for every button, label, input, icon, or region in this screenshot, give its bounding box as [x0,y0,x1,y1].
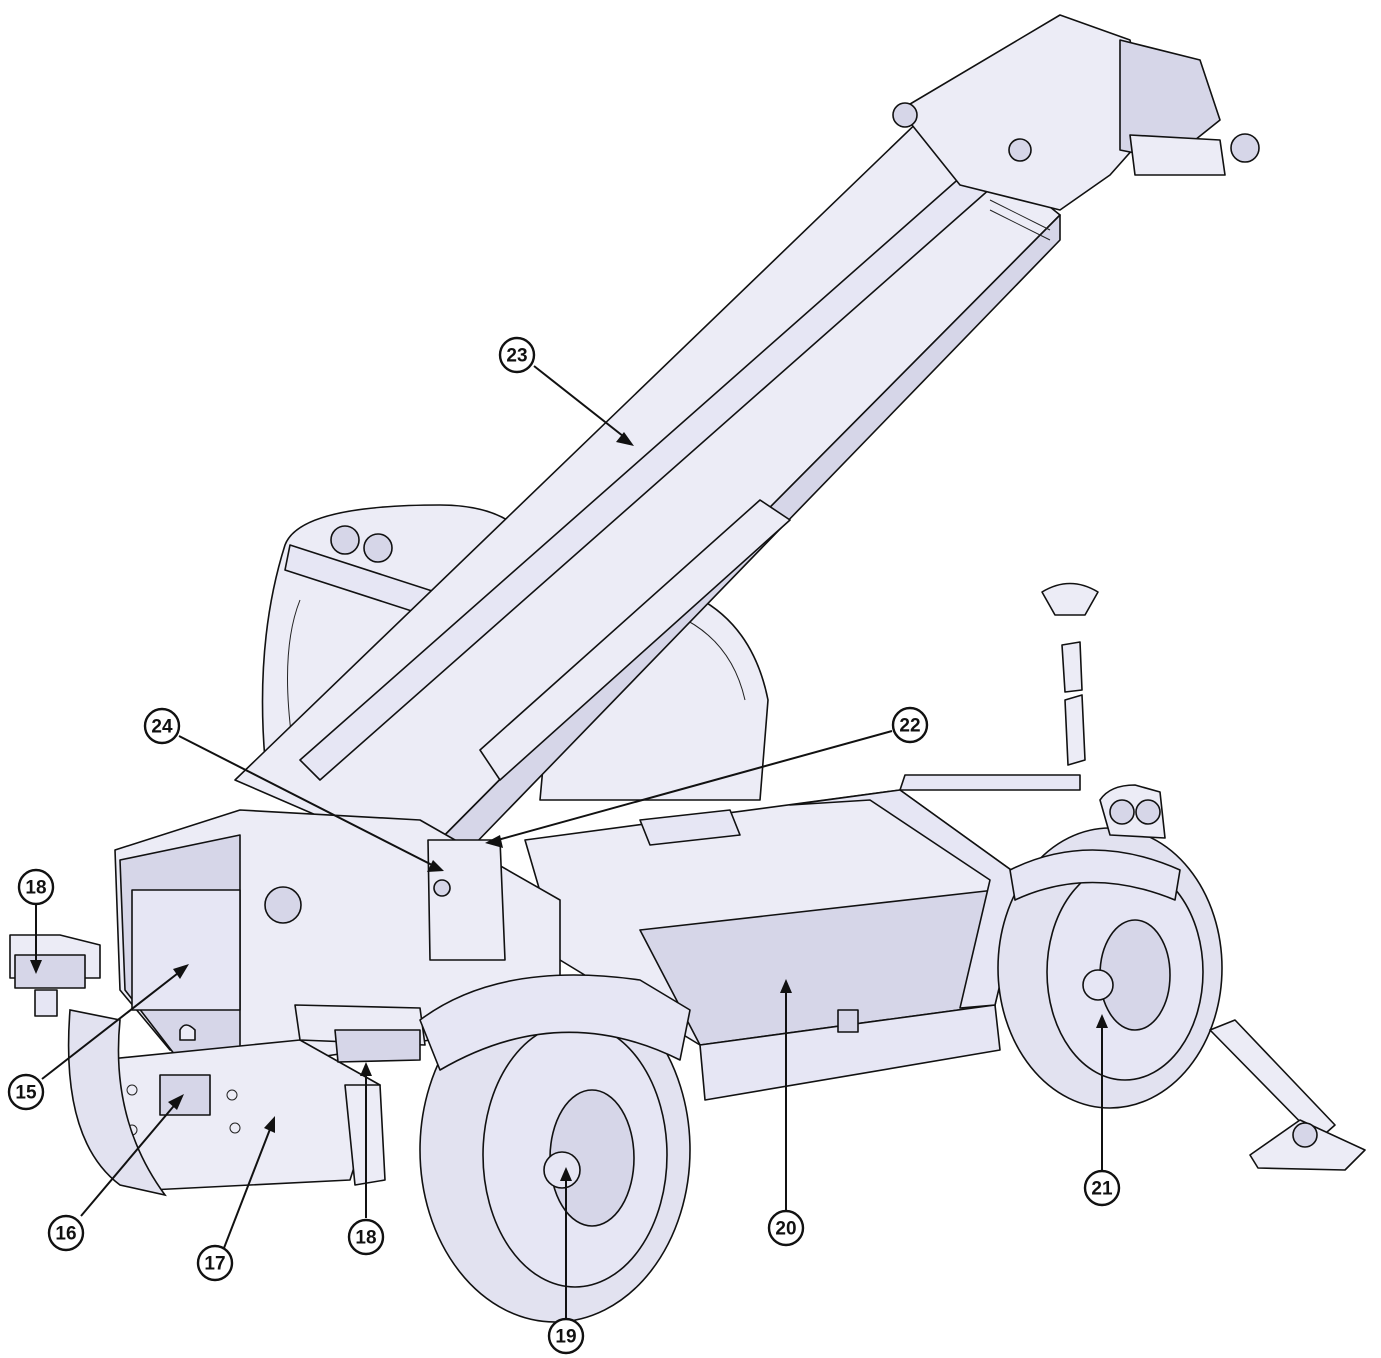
leader-22 [493,730,893,842]
cab-beacon-right [363,533,393,563]
callout-21-circle [1083,1169,1121,1207]
leader-24 [178,735,437,868]
callout-21: 21 [1083,1169,1121,1207]
callouts: 23 24 22 18 15 16 17 18 19 20 21 [7,336,1121,1355]
side-mirror [899,582,1099,791]
callout-16-circle [47,1214,85,1252]
engine-cover [524,789,1026,1101]
callout-24-label: 24 [151,717,173,738]
callout-17-label: 17 [204,1254,225,1275]
callout-18-right-label: 18 [355,1228,376,1249]
leader-17 [223,1123,273,1249]
callout-22-circle [891,706,929,744]
callout-24: 24 [143,707,181,745]
callout-18-left-circle [17,868,55,906]
callout-19: 19 [547,1317,585,1355]
callout-24-circle [143,707,181,745]
callout-23-label: 23 [506,346,527,367]
callout-20-circle [767,1209,805,1247]
telescopic-boom [234,14,1260,881]
callout-15-label: 15 [15,1083,37,1104]
callout-18-right-circle [347,1218,385,1256]
rear-chassis [94,809,561,1191]
callout-21-label: 21 [1091,1179,1113,1200]
cab-beacon-left [330,525,360,555]
callout-18-left: 18 [17,868,55,906]
callout-20: 20 [767,1209,805,1247]
callout-18-left-label: 18 [25,878,46,899]
callout-18-right: 18 [347,1218,385,1256]
callout-17: 17 [196,1244,234,1282]
leader-15 [41,969,183,1080]
callout-17-circle [196,1244,234,1282]
rear-left-wheel [67,1009,167,1197]
rear-wheel [419,974,691,1323]
callout-16: 16 [47,1214,85,1252]
callout-22-label: 22 [899,716,920,737]
callout-15-circle [7,1073,45,1111]
callout-19-circle [547,1317,585,1355]
callout-15: 15 [7,1073,45,1111]
rear-lights [9,934,426,1186]
leader-lines [30,365,1108,1318]
callout-16-label: 16 [55,1224,76,1245]
callout-22: 22 [891,706,929,744]
front-wheel [997,827,1223,1109]
callout-20-label: 20 [775,1219,796,1240]
leader-16 [80,1100,179,1217]
front-lamp-and-stabiliser [1099,784,1366,1171]
callout-23-circle [498,336,536,374]
leader-23 [533,365,629,441]
callout-23: 23 [498,336,536,374]
callout-19-label: 19 [555,1327,576,1348]
